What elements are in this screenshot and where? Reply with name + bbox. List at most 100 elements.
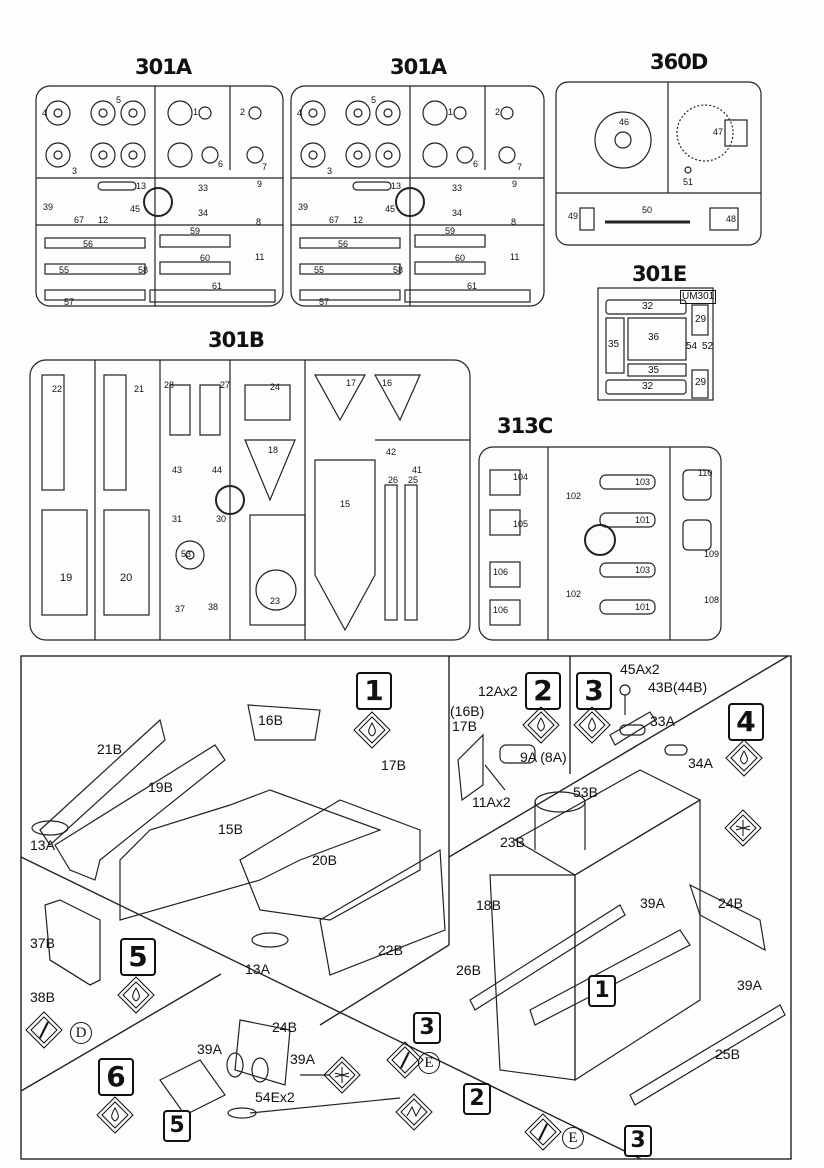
part-number: 11 [510,252,520,262]
part-label: 22B [378,942,403,958]
part-number: 43 [172,465,183,475]
marking-d: D [70,1022,92,1044]
part-number: 103 [635,477,651,487]
part-number: 4 [42,108,48,118]
part-number: 12 [353,215,364,225]
part-number: 67 [74,215,85,225]
part-label: 54Ex2 [255,1089,295,1105]
part-number: 39 [298,202,309,212]
part-label: 23B [500,834,525,850]
part-number: 32 [642,301,654,312]
part-number: 101 [635,515,651,525]
sprue-title-313c: 313C [497,414,553,438]
part-number: 9 [257,179,263,189]
part-number: 13 [391,181,402,191]
part-number: 45 [385,204,396,214]
part-label: 13A [30,837,55,853]
decal-icon [395,1093,433,1131]
part-number: 56 [83,239,94,249]
part-number: 60 [455,253,466,263]
part-number: 16 [382,378,393,388]
part-label: 39A [197,1041,222,1057]
part-number: 106 [493,567,509,577]
part-label: 9A (8A) [520,749,567,765]
part-number: 55 [59,265,70,275]
part-number: 50 [642,205,653,215]
part-label: 25B [715,1046,740,1062]
part-label: 45Ax2 [620,661,660,677]
part-number: 42 [386,447,397,457]
part-number: 54 [686,341,698,352]
sprue-title-301a-right: 301A [390,55,447,79]
sprue-313c-frame [478,446,722,641]
part-number: 45 [130,204,141,214]
step-6-drawing [159,1019,401,1119]
part-label: 15B [218,821,243,837]
part-number: 3 [72,166,78,176]
part-number: 2 [495,107,501,117]
step-number-4: 4 [728,703,764,741]
part-number: 44 [212,465,223,475]
part-number: 3 [327,166,333,176]
part-label: 39A [640,895,665,911]
sprue-title-301a-left: 301A [135,55,192,79]
part-number: 35 [608,339,620,350]
part-number: 20 [120,572,133,584]
glue-icon [573,706,611,744]
part-label: 37B [30,935,55,951]
part-number: 21 [134,384,145,394]
part-label: 24B [718,895,743,911]
part-number: 38 [208,602,219,612]
part-number: 49 [568,211,579,221]
ref-step-2: 2 [463,1083,491,1115]
part-label: 53B [573,784,598,800]
part-number: 29 [695,314,707,325]
part-number: 61 [212,281,223,291]
step-4-drawing [469,724,786,1106]
paint-icon [724,809,762,847]
part-number: 5 [371,95,377,105]
glue-icon [117,976,155,1014]
part-number: 17 [346,378,357,388]
part-number: 32 [642,381,654,392]
part-number: 47 [713,127,724,137]
step-number-6: 6 [98,1058,134,1096]
knife-icon [524,1113,562,1151]
part-number: 2 [240,107,246,117]
part-number: 31 [172,514,183,524]
part-number: 101 [635,602,651,612]
part-number: 52 [702,341,714,352]
part-number: 102 [566,589,582,599]
knife-icon [386,1041,424,1079]
part-number: 19 [60,572,73,584]
part-number: 27 [220,380,231,390]
part-number: 57 [319,297,330,307]
part-number: 9 [512,179,518,189]
part-number: 61 [467,281,478,291]
marking-e: E [418,1052,440,1074]
part-number: 1 [448,107,454,117]
marking-e: E [562,1127,584,1149]
part-number: 37 [175,604,186,614]
part-label: 38B [30,989,55,1005]
part-number: 46 [619,117,630,127]
part-number: 13 [136,181,147,191]
sprue-360d-frame [555,81,762,246]
part-number: 48 [726,214,737,224]
part-label: 11Ax2 [472,794,511,810]
glue-icon [725,739,763,777]
sprue-title-301e: 301E [632,262,687,286]
part-number: 5 [116,95,122,105]
sprue-301b-frame [29,359,471,641]
part-label: 16B [258,712,283,728]
part-number: 12 [98,215,109,225]
step-5-drawing [44,899,101,986]
part-number: 59 [445,226,456,236]
part-number: 11 [255,252,265,262]
glue-icon [96,1096,134,1134]
part-number: 6 [218,159,224,169]
part-number: 110 [698,468,713,478]
step-number-5: 5 [120,938,156,976]
